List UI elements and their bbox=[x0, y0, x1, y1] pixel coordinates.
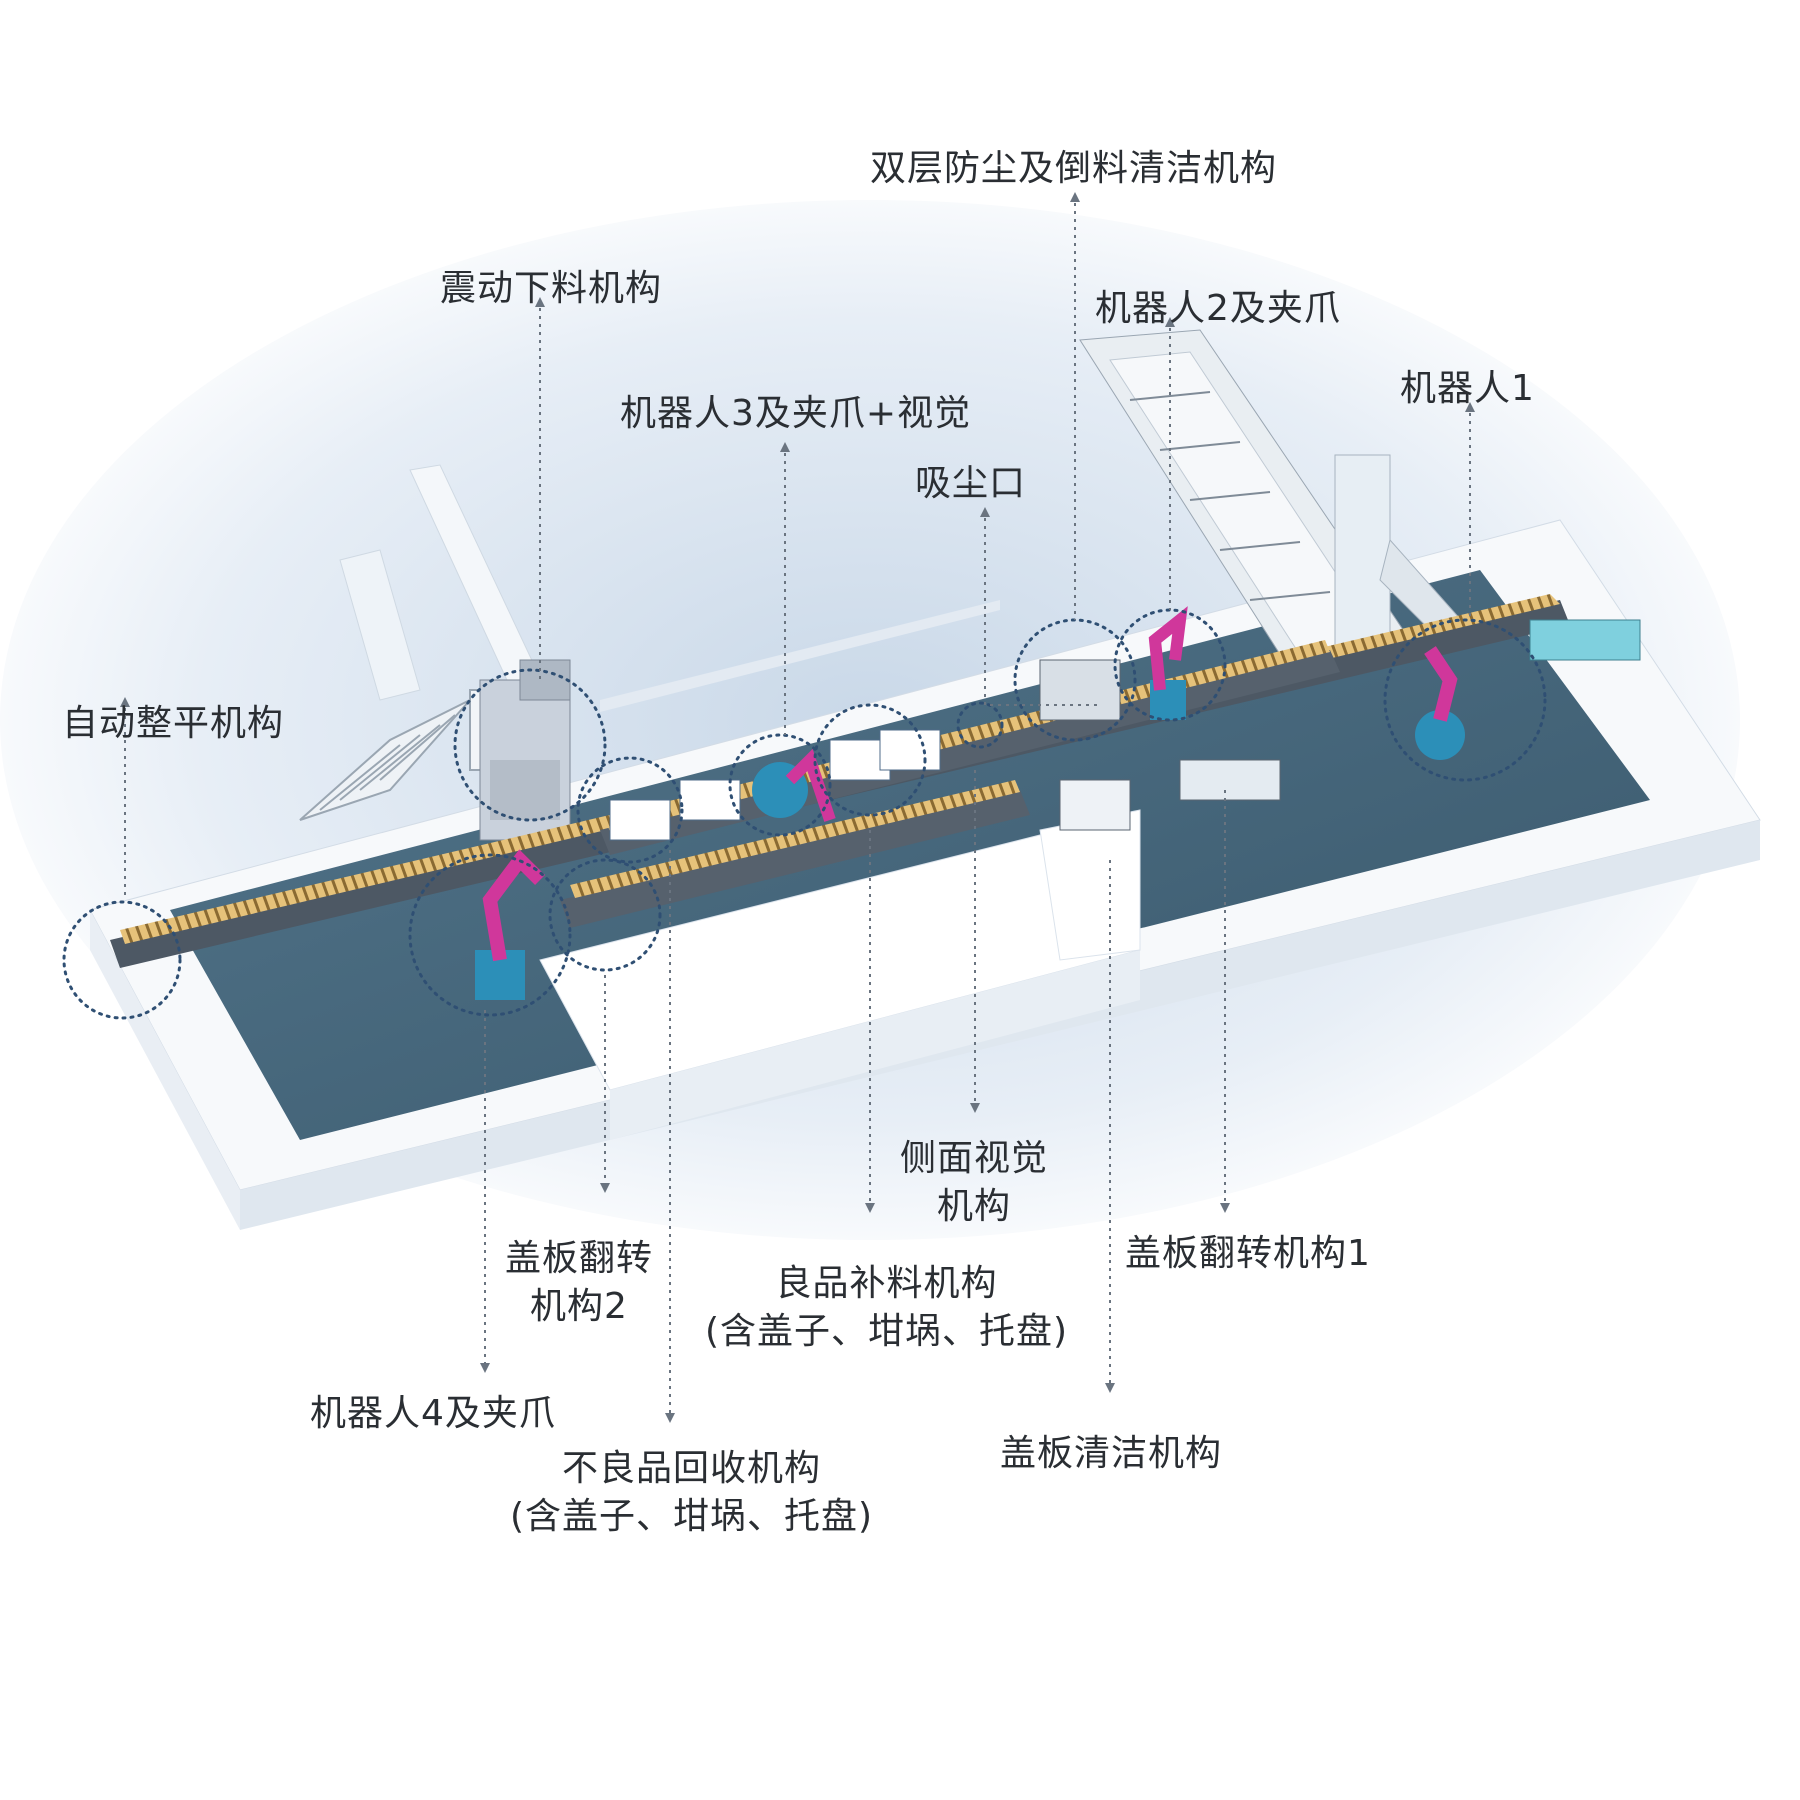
robot-3 bbox=[752, 748, 836, 822]
label-cover-flip-2-line2: 机构2 bbox=[530, 1286, 628, 1327]
workstations bbox=[609, 619, 1641, 841]
label-vibration-feed: 震动下料机构 bbox=[440, 268, 663, 309]
label-dust-cleaning: 双层防尘及倒料清洁机构 bbox=[870, 148, 1278, 189]
label-defect-recycle-line2: (含盖子、坩埚、托盘) bbox=[510, 1496, 874, 1537]
label-defect-recycle-line1: 不良品回收机构 bbox=[562, 1448, 822, 1489]
arrow-tips bbox=[120, 192, 1475, 1423]
label-good-refill-line1: 良品补料机构 bbox=[775, 1263, 998, 1304]
robot-2 bbox=[1148, 606, 1188, 720]
label-good-refill: 良品补料机构 (含盖子、坩埚、托盘) bbox=[705, 1260, 1068, 1356]
circle-dust-port bbox=[956, 701, 1004, 749]
label-good-refill-line2: (含盖子、坩埚、托盘) bbox=[705, 1311, 1069, 1352]
circle-good-refill bbox=[813, 703, 927, 817]
robots bbox=[475, 606, 1465, 1000]
circle-cover-flip-left bbox=[576, 756, 684, 864]
circle-robot4 bbox=[408, 853, 572, 1017]
label-cover-cleaning: 盖板清洁机构 bbox=[1000, 1433, 1223, 1474]
label-side-vision-line1: 侧面视觉 bbox=[900, 1138, 1049, 1179]
circle-vibration-feed bbox=[453, 668, 607, 822]
label-cover-flip-2-line1: 盖板翻转 bbox=[505, 1238, 654, 1279]
label-auto-leveling: 自动整平机构 bbox=[62, 703, 285, 744]
circle-auto-leveling bbox=[62, 900, 182, 1020]
label-cover-flip-1: 盖板翻转机构1 bbox=[1125, 1233, 1371, 1274]
label-cover-flip-2: 盖板翻转 机构2 bbox=[505, 1235, 653, 1331]
label-side-vision-line2: 机构 bbox=[937, 1186, 1012, 1227]
label-side-vision: 侧面视觉 机构 bbox=[900, 1135, 1048, 1231]
vibration-feeder-unit bbox=[479, 659, 571, 841]
label-dust-port: 吸尘口 bbox=[915, 463, 1027, 504]
label-robot2: 机器人2及夹爪 bbox=[1095, 288, 1341, 329]
circle-robot1 bbox=[1383, 618, 1547, 782]
label-robot4: 机器人4及夹爪 bbox=[310, 1393, 556, 1434]
robot-4 bbox=[475, 849, 545, 1000]
robot-1 bbox=[1415, 646, 1465, 760]
leader-lines bbox=[124, 195, 1471, 1420]
label-robot3: 机器人3及夹爪+视觉 bbox=[620, 393, 972, 434]
label-defect-recycle: 不良品回收机构 (含盖子、坩埚、托盘) bbox=[510, 1445, 873, 1541]
label-robot1: 机器人1 bbox=[1400, 368, 1535, 409]
upper-gantry bbox=[1079, 329, 1471, 671]
circle-robot3 bbox=[728, 733, 832, 837]
circle-cover-flip-2 bbox=[548, 858, 662, 972]
